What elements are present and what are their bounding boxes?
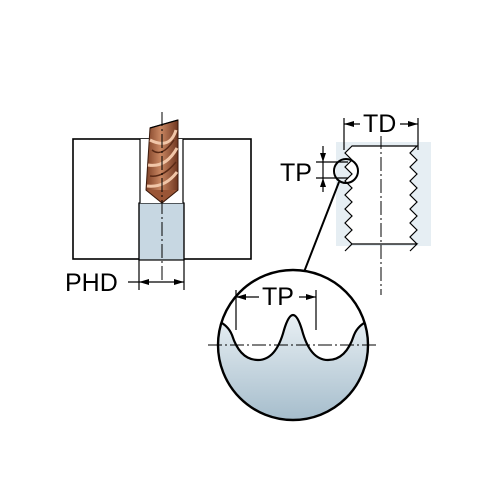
- threaded-hole: TD TP: [280, 110, 431, 295]
- label-td: TD: [363, 110, 396, 138]
- label-phd: PHD: [65, 269, 118, 297]
- detail-thread-profile: [218, 313, 368, 420]
- label-tp-detail: TP: [262, 283, 294, 311]
- detail-marker-circle: [333, 158, 359, 184]
- label-tp-pitch: TP: [280, 159, 312, 187]
- thread-detail-magnified: TP: [208, 268, 378, 422]
- thread-profile: [344, 145, 419, 252]
- workpiece-drilling: PHD: [65, 112, 252, 297]
